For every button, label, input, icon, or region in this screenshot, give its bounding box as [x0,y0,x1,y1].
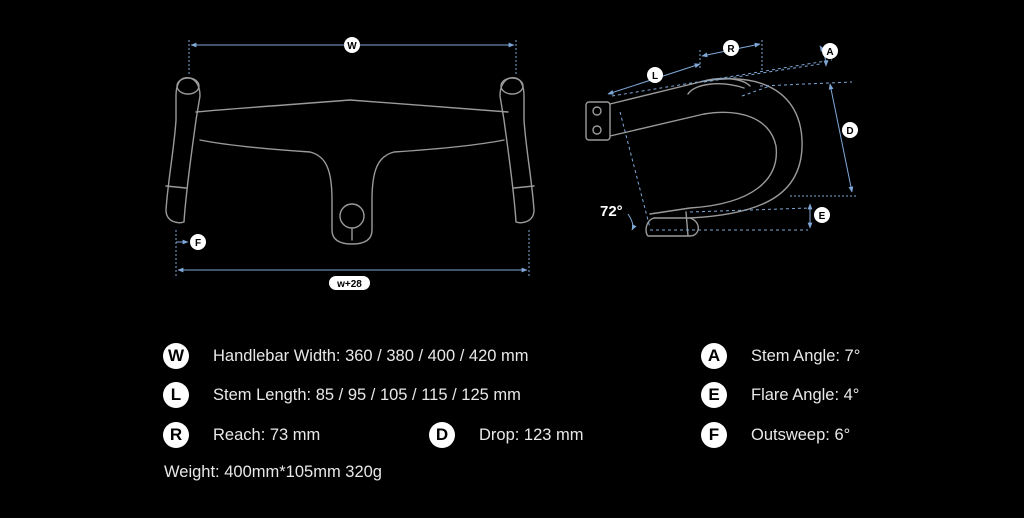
stem-angle-label: A [826,47,833,58]
drop-label-badge: D [842,122,858,138]
handlebar-front-outline [165,77,535,245]
spec-stem-angle: A Stem Angle: 7° [701,343,860,369]
spec-badge: F [701,422,727,448]
spec-handlebar-width: W Handlebar Width: 360 / 380 / 400 / 420… [163,343,529,369]
angle-arc [627,213,637,231]
front-view: W w+28 F [165,37,535,290]
spec-text: Stem Length: 85 / 95 / 105 / 115 / 125 m… [213,385,521,404]
drop-label: D [846,126,853,137]
spec-drop: D Drop: 123 mm [429,422,584,448]
spec-text: Drop: 123 mm [479,425,584,444]
width-plus-dimension [175,230,530,276]
outsweep-label-badge: F [190,234,206,250]
spec-badge: A [701,343,727,369]
stem-length-label: L [652,71,658,82]
flare-label: E [819,211,826,222]
spec-text: Stem Angle: 7° [751,346,861,365]
spec-text: Handlebar Width: 360 / 380 / 400 / 420 m… [213,346,529,365]
reach-label: R [727,44,735,55]
handlebar-diagram: W w+28 F [165,37,858,290]
width-label: W [347,41,357,52]
spec-reach: R Reach: 73 mm [163,422,320,448]
outsweep-label: F [195,238,201,249]
side-view: L R A D [585,40,858,237]
handlebar-side-outline [585,77,803,237]
spec-text: Outsweep: 6° [751,425,851,444]
spec-text: Flare Angle: 4° [751,385,860,404]
spec-outsweep: F Outsweep: 6° [701,422,850,448]
stem-length-label-badge: L [647,67,663,83]
width-label-badge: W [344,37,360,53]
reach-label-badge: R [723,40,739,56]
spec-badge: D [429,422,455,448]
spec-text: Reach: 73 mm [213,425,321,444]
stem-angle-label-badge: A [822,43,838,59]
flare-label-badge: E [814,207,830,223]
spec-flare-angle: E Flare Angle: 4° [701,382,859,408]
drop-dimension [790,83,858,197]
spec-stem-length: L Stem Length: 85 / 95 / 105 / 115 / 125… [163,382,521,408]
spec-badge: R [163,422,189,448]
spec-badge: W [163,343,189,369]
width-plus-label: w+28 [336,279,362,290]
weight-text: Weight: 400mm*105mm 320g [164,463,382,481]
width-plus-label-badge: w+28 [329,276,370,290]
spec-badge: L [163,382,189,408]
spec-badge: E [701,382,727,408]
angle-value: 72° [600,203,623,220]
